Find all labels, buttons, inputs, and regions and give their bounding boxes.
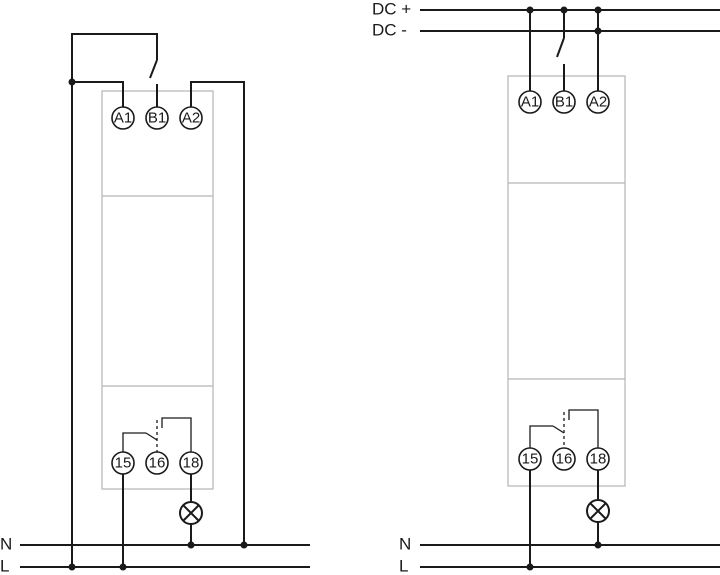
left-terminal-a2: A2	[179, 106, 203, 130]
right-contact-blade	[552, 425, 565, 434]
right-terminal-18: 18	[586, 447, 610, 471]
terminal-label: B1	[148, 110, 166, 127]
right-junction-dot	[594, 541, 602, 549]
terminal-label: B1	[555, 94, 573, 111]
left-b1-loop-wire	[71, 33, 158, 82]
left-terminal-b1: B1	[145, 106, 169, 130]
right-terminal-16: 16	[552, 447, 576, 471]
left-contact-blade	[145, 432, 158, 441]
terminal-label: A1	[521, 94, 539, 111]
left-contact-15-lead	[122, 432, 146, 452]
left-b1-switch	[149, 59, 158, 79]
terminal-label: 16	[556, 451, 573, 468]
left-junction-dot	[187, 541, 195, 549]
left-a1-supply-wire	[71, 81, 124, 567]
left-relay-module	[101, 90, 214, 490]
right-junction-dot	[526, 6, 534, 14]
right-b1-switch	[556, 37, 565, 58]
left-junction-dot	[68, 78, 76, 86]
terminal-label: 15	[522, 451, 539, 468]
right-junction-dot	[594, 6, 602, 14]
right-relay-module	[507, 75, 626, 487]
left-terminal-16: 16	[145, 451, 169, 475]
right-contact-18-lead	[568, 409, 599, 448]
left-junction-dot	[240, 541, 248, 549]
right-terminal-b1: B1	[552, 90, 576, 114]
terminal-label: 15	[115, 455, 132, 472]
terminal-label: 18	[183, 455, 200, 472]
left-junction-dot	[68, 563, 76, 571]
right-junction-dot	[526, 563, 534, 571]
terminal-label: 16	[149, 455, 166, 472]
right-dc-plus-label: DC +	[372, 0, 411, 19]
right-terminal-a1: A1	[518, 90, 542, 114]
left-lamp-icon	[179, 501, 203, 525]
left-wiring-diagram: N L A1 B1 A2	[0, 33, 310, 575]
right-line-label: L	[399, 557, 408, 575]
left-terminal-18: 18	[179, 451, 203, 475]
left-neutral-label: N	[0, 535, 12, 554]
right-junction-dot	[560, 6, 568, 14]
terminal-label: A2	[589, 94, 607, 111]
terminal-label: A1	[114, 110, 132, 127]
right-terminal-15: 15	[518, 447, 542, 471]
right-junction-dot	[594, 27, 602, 35]
left-junction-dot	[119, 563, 127, 571]
terminal-label: A2	[182, 110, 200, 127]
right-contact-15-lead	[529, 425, 553, 448]
right-dc-minus-label: DC -	[372, 21, 407, 40]
right-terminal-a2: A2	[586, 90, 610, 114]
right-neutral-label: N	[399, 535, 411, 554]
left-terminal-15: 15	[111, 451, 135, 475]
terminal-label: 18	[590, 451, 607, 468]
left-contact-18-lead	[161, 417, 192, 452]
right-wiring-diagram: DC + DC - N L A1 B1 A2	[372, 0, 720, 575]
right-lamp-icon	[586, 499, 610, 523]
left-line-label: L	[0, 557, 9, 575]
left-a2-neutral-wire	[190, 81, 245, 545]
left-terminal-a1: A1	[111, 106, 135, 130]
